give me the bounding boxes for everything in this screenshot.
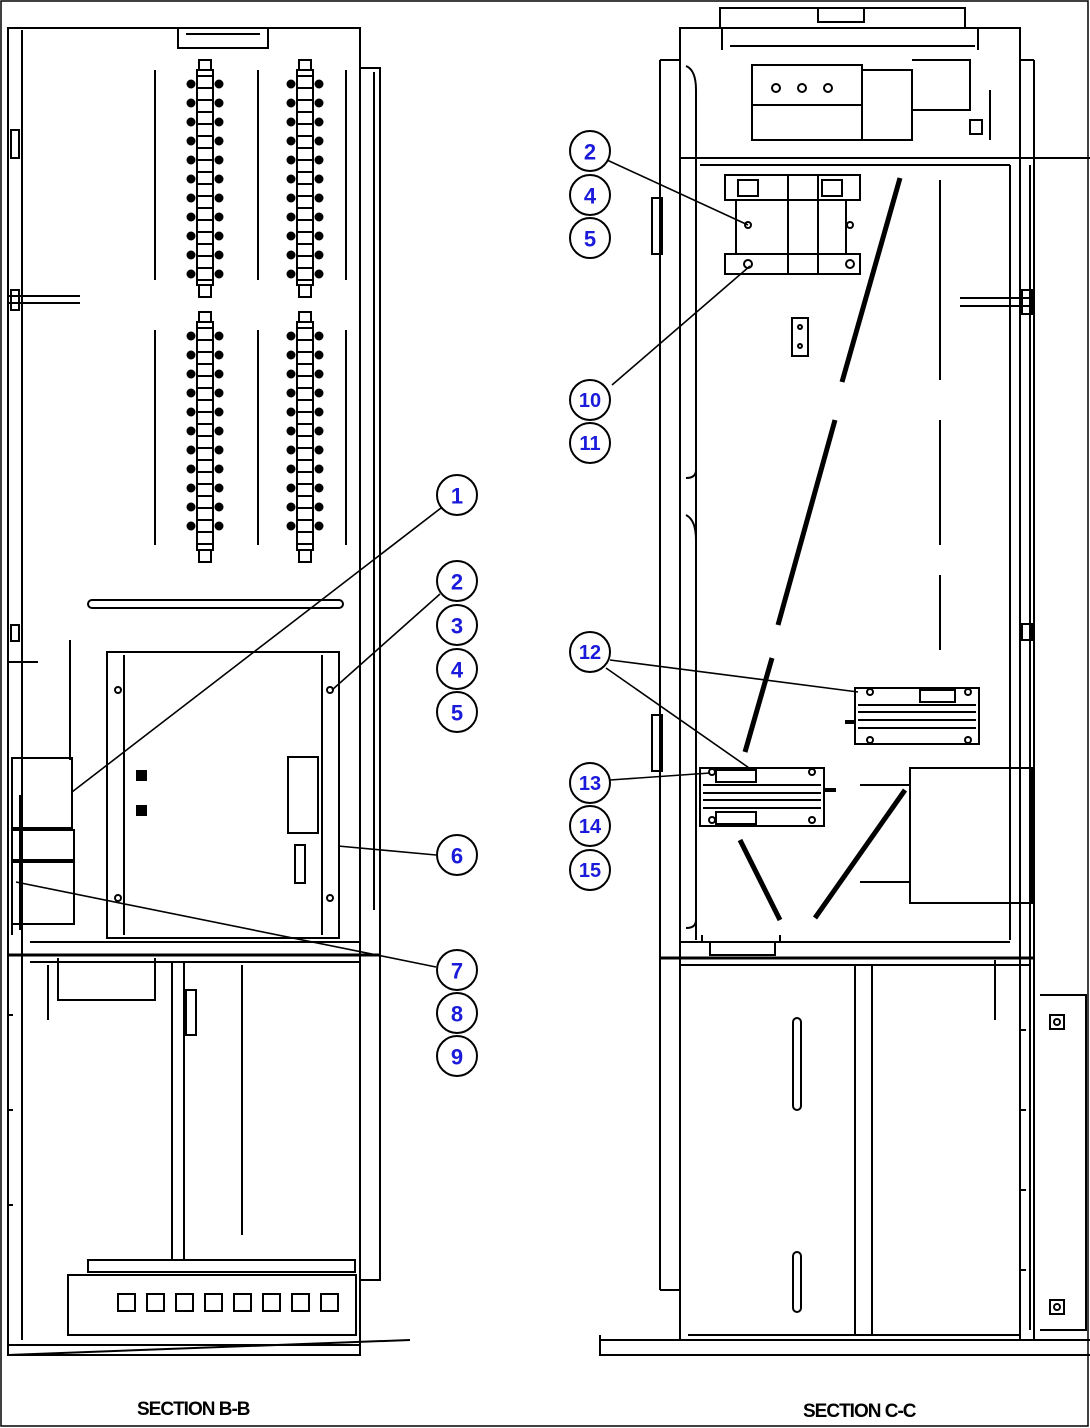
callout-cc-4: 4: [569, 174, 611, 216]
callout-number: 3: [451, 614, 463, 639]
callout-cc-14: 14: [569, 805, 611, 847]
terminal-strip: [286, 311, 324, 563]
section-bb-caption: SECTION B-B: [137, 1399, 250, 1420]
callout-bb-2: 2: [436, 560, 478, 602]
callout-number: 6: [451, 844, 463, 869]
callout-bb-6: 6: [436, 834, 478, 876]
callout-number: 2: [451, 570, 463, 595]
callout-bb-7: 7: [436, 949, 478, 991]
callout-cc-5: 5: [569, 217, 611, 259]
callout-cc-2: 2: [569, 130, 611, 172]
callout-number: 9: [451, 1045, 463, 1070]
terminal-strip: [186, 311, 224, 563]
section-cc-caption: SECTION C-C: [803, 1401, 916, 1422]
callout-cc-13: 13: [569, 762, 611, 804]
callout-bb-8: 8: [436, 992, 478, 1034]
callout-bb-3: 3: [436, 604, 478, 646]
callout-number: 15: [579, 860, 601, 882]
callout-bb-4: 4: [436, 648, 478, 690]
callout-cc-12: 12: [569, 631, 611, 673]
terminal-strips: [186, 59, 324, 563]
callout-number: 2: [584, 140, 596, 165]
callout-number: 12: [579, 642, 601, 664]
callout-bb-5: 5: [436, 691, 478, 733]
callout-number: 7: [451, 959, 463, 984]
callout-number: 10: [579, 390, 601, 412]
callout-number: 1: [451, 484, 463, 509]
section-bb-drawing: [7, 27, 411, 1356]
callout-number: 5: [451, 701, 463, 726]
callout-bb-1: 1: [436, 474, 478, 516]
callout-number: 13: [579, 773, 601, 795]
terminal-strip: [186, 59, 224, 298]
callout-cc-10: 10: [569, 379, 611, 421]
callout-number: 5: [584, 227, 596, 252]
terminal-strip: [286, 59, 324, 298]
callout-number: 4: [584, 184, 597, 209]
callout-number: 4: [451, 658, 464, 683]
callout-number: 14: [579, 816, 602, 838]
callout-cc-15: 15: [569, 849, 611, 891]
section-cc-drawing: [599, 7, 1090, 1356]
callout-number: 11: [579, 433, 600, 455]
callout-cc-11: 11: [569, 422, 611, 464]
callout-number: 8: [451, 1002, 463, 1027]
leader-lines: [15, 159, 859, 968]
callout-bb-9: 9: [436, 1035, 478, 1077]
